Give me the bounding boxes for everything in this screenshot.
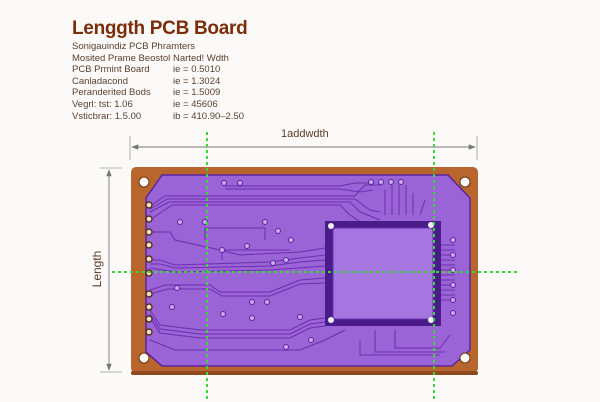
width-dimension [129, 136, 478, 160]
ic-chip [325, 221, 441, 326]
length-dimension [100, 167, 122, 373]
edge-pads [145, 201, 153, 336]
vias [169, 179, 456, 350]
mounting-holes [138, 176, 471, 364]
parameter-list: Sonigauindiz PCB Phramters Mosited Prame… [72, 41, 244, 122]
width-label: 1addwdth [281, 128, 329, 140]
length-label: Length [90, 250, 104, 288]
parameter-subtitle: Sonigauindiz PCB Phramters [72, 41, 196, 52]
page-title: Lenggth PCB Board [72, 18, 248, 39]
guide-lines [112, 132, 520, 402]
